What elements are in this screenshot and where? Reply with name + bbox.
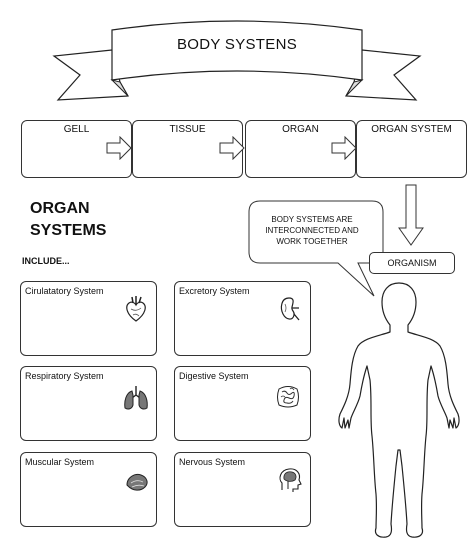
- speech-bubble-line3: WORK TOGETHER: [276, 237, 348, 246]
- include-label: INCLUDE...: [22, 256, 70, 266]
- organ-systems-title-line2: SYSTEMS: [30, 222, 107, 239]
- arrow-down-icon: [398, 184, 424, 246]
- stage-tissue-label: TISSUE: [169, 124, 206, 135]
- stage-organ-system-label: ORGAN SYSTEM: [371, 124, 452, 135]
- human-body-outline: [338, 282, 460, 538]
- organism-label: ORGANISM: [369, 252, 455, 274]
- card-respiratory-system: Respiratory System: [20, 366, 157, 441]
- intestine-icon: [277, 386, 299, 408]
- stage-organ-system-box: ORGAN SYSTEM: [356, 120, 467, 178]
- speech-bubble: [248, 200, 384, 297]
- card-nervous-system: Nervous System: [174, 452, 311, 527]
- lungs-icon: [124, 386, 148, 410]
- stage-organ-label: ORGAN: [282, 124, 319, 135]
- banner-right-fold: [345, 79, 364, 97]
- card-excretory-system: Excretory System: [174, 281, 311, 356]
- card-label: Excretory System: [179, 286, 250, 296]
- card-label: Nervous System: [179, 457, 246, 467]
- card-circulatory-system: Cirulatatory System: [20, 281, 157, 356]
- card-label: Respiratory System: [25, 371, 104, 381]
- card-label: Muscular System: [25, 457, 95, 467]
- brain-icon: [279, 468, 302, 492]
- speech-bubble-line2: INTERCONNECTED AND: [265, 226, 359, 235]
- speech-bubble-line1: BODY SYSTEMS ARE: [271, 215, 353, 224]
- speech-bubble-text: BODY SYSTEMS ARE INTERCONNECTED AND WORK…: [256, 214, 368, 247]
- arrow-right-icon: [219, 136, 245, 160]
- kidney-icon: [280, 297, 300, 321]
- page-title: BODY SYSTENS: [176, 36, 298, 53]
- arrow-right-icon: [331, 136, 357, 160]
- banner-left-fold: [110, 79, 129, 97]
- card-muscular-system: Muscular System: [20, 452, 157, 527]
- heart-icon: [126, 296, 146, 322]
- card-label: Digestive System: [179, 371, 249, 381]
- card-label: Cirulatatory System: [25, 286, 104, 296]
- title-banner: [52, 20, 422, 101]
- arrow-right-icon: [106, 136, 132, 160]
- stage-cell-label: GELL: [63, 124, 90, 135]
- banner-body: [111, 20, 363, 81]
- organ-systems-title-line1: ORGAN: [30, 200, 90, 217]
- card-digestive-system: Digestive System: [174, 366, 311, 441]
- muscle-icon: [126, 474, 148, 491]
